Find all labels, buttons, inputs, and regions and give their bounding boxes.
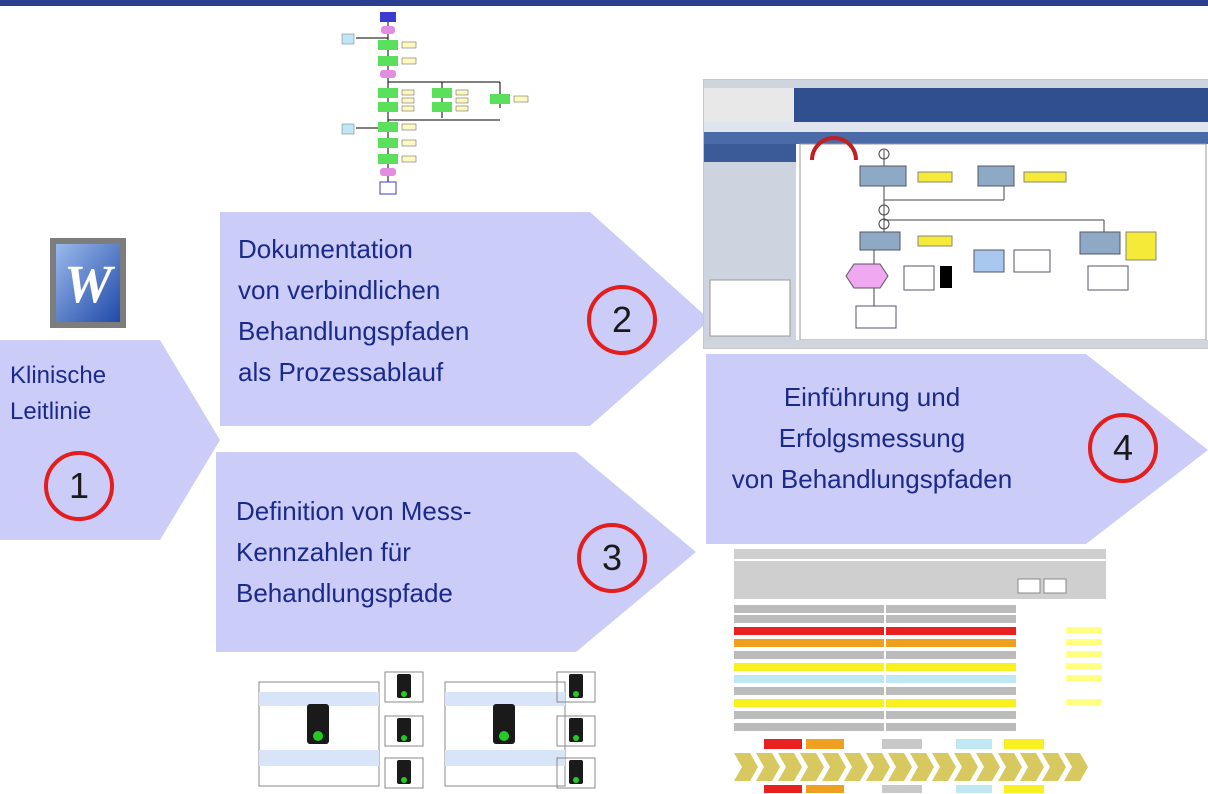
step-3-number: 3	[577, 523, 647, 593]
kpi-table-thumbnail	[734, 549, 1106, 793]
step-2-label: Dokumentation von verbindlichen Behandlu…	[238, 234, 470, 387]
top-bar	[0, 0, 1208, 6]
step-4-arrow	[706, 354, 1208, 544]
traffic-light-dashboard-thumbnail	[257, 670, 615, 792]
word-document-icon: W	[50, 238, 126, 328]
step-2-arrow	[220, 212, 710, 426]
step-2-number: 2	[587, 285, 657, 355]
svg-text:W: W	[64, 254, 116, 314]
step-1-label: Klinische Leitlinie	[10, 362, 107, 425]
step-4-label: Einführung und Erfolgsmessung von Behand…	[731, 382, 1013, 494]
step-1-number: 1	[44, 451, 114, 521]
step-4-number: 4	[1088, 413, 1158, 483]
step-3-label: Definition von Mess- Kennzahlen für Beha…	[236, 496, 472, 608]
clinical-pathway-software-thumbnail	[703, 79, 1208, 349]
process-flowchart-thumbnail	[338, 8, 534, 200]
step-3-arrow	[216, 452, 696, 652]
